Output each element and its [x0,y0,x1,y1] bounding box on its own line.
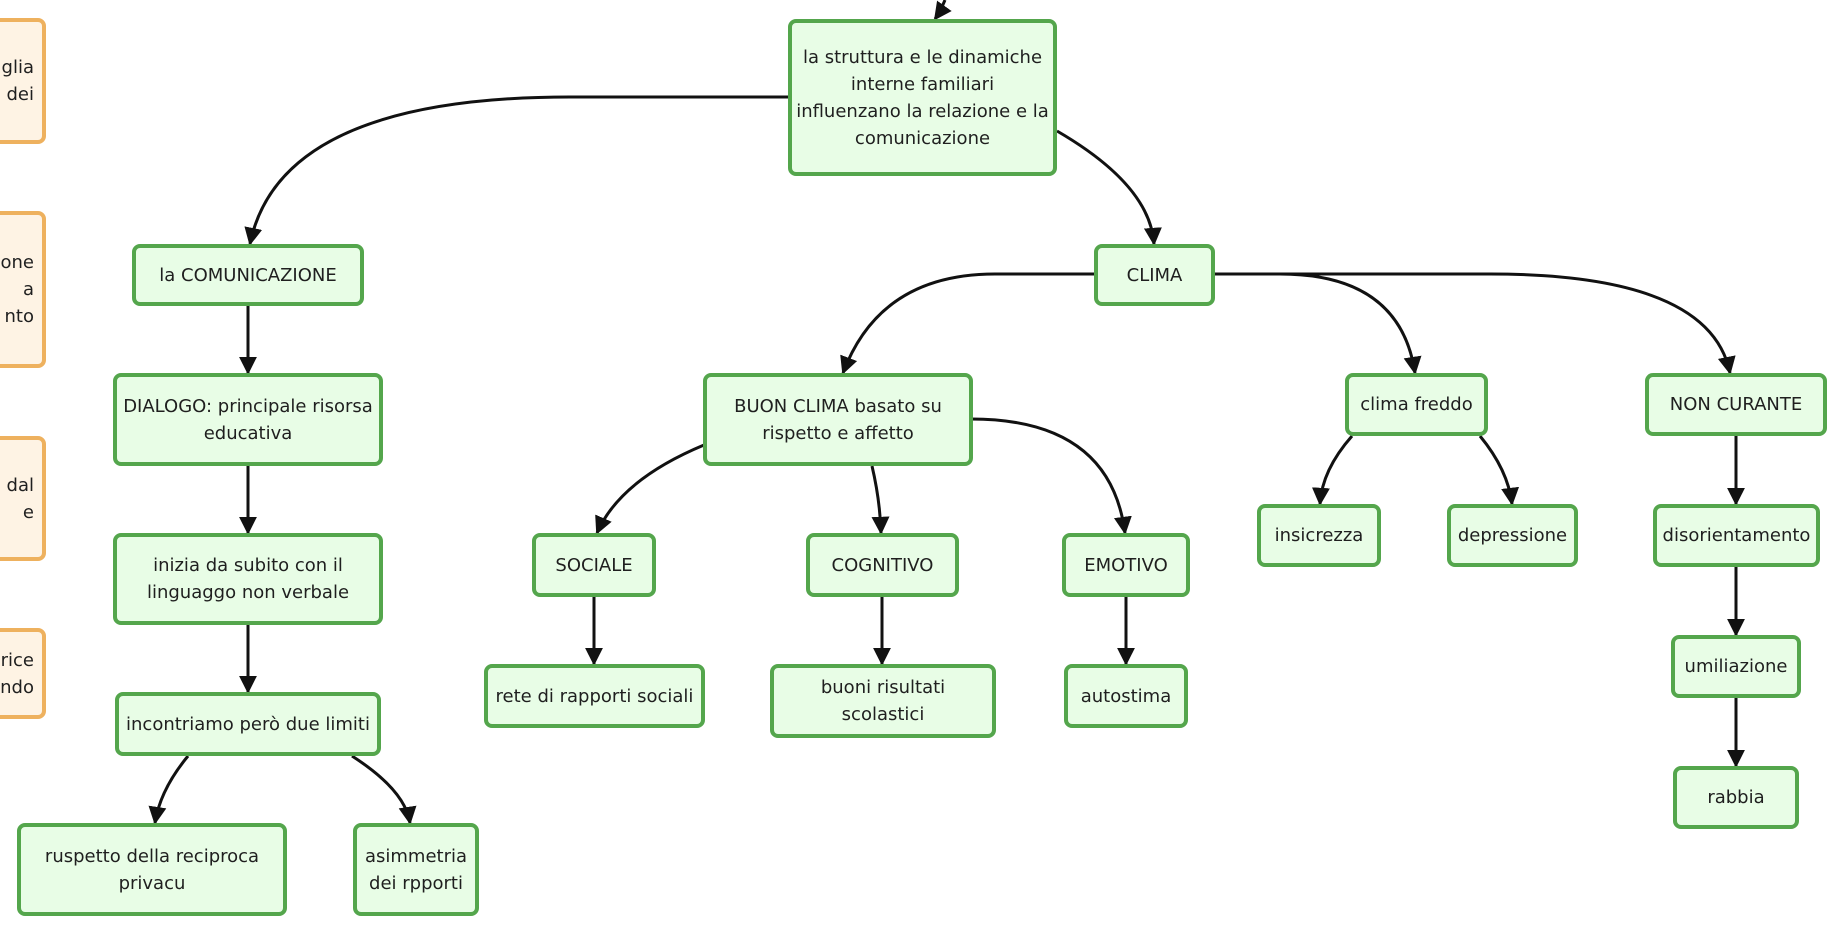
node-dialogo-text: DIALOGO: principale risorsa educativa [123,395,373,444]
node-privacy[interactable]: ruspetto della reciproca privacu [17,823,287,916]
node-limiti-text: incontriamo però due limiti [126,713,370,735]
edge-buonclima-emotivo [970,417,1132,535]
edge-buonclima-cognitivo [870,465,890,535]
node-clima[interactable]: CLIMA [1094,244,1215,306]
edge-limiti-privacy [148,755,190,825]
node-rabbia[interactable]: rabbia [1673,766,1799,829]
side-note-3[interactable]: dal e [0,436,46,561]
node-inizia[interactable]: inizia da subito con il linguaggo non ve… [113,533,383,625]
edge-clima-buonclima [840,272,1094,375]
side-note-1[interactable]: glia o dei [0,18,46,144]
edge-root-comunicazione [244,95,788,246]
edge-root-clima [1056,129,1162,246]
node-sociale[interactable]: SOCIALE [532,533,656,597]
node-clima-text: CLIMA [1126,264,1183,286]
edge-incoming-root [933,0,952,21]
side-note-1-text: glia o dei [0,57,34,105]
side-note-3-text: dal e [6,474,34,523]
node-disorientamento[interactable]: disorientamento [1653,504,1820,567]
edge-clima-climafreddo [1215,272,1422,375]
node-buon-clima[interactable]: BUON CLIMA basato su rispetto e affetto [703,373,973,466]
node-insicurezza-text: insicrezza [1274,525,1364,546]
node-depressione[interactable]: depressione [1447,504,1578,567]
node-emotivo[interactable]: EMOTIVO [1062,533,1190,597]
node-cognitivo-text: COGNITIVO [831,554,934,576]
node-buon-clima-text: BUON CLIMA basato su rispetto e affetto [734,395,942,444]
node-limiti[interactable]: incontriamo però due limiti [115,692,381,756]
node-root-text: la struttura e le dinamiche interne fami… [796,46,1049,149]
node-disorientamento-text: disorientamento [1662,525,1811,546]
side-note-4[interactable]: rice ndo [0,628,46,719]
node-privacy-text: ruspetto della reciproca privacu [44,845,260,894]
node-cognitivo[interactable]: COGNITIVO [806,533,959,597]
edge-clima-noncurante [1280,272,1736,375]
node-autostima[interactable]: autostima [1064,664,1188,728]
node-rete[interactable]: rete di rapporti sociali [484,664,705,728]
node-inizia-text: inizia da subito con il linguaggo non ve… [146,555,350,603]
node-asimmetria[interactable]: asimmetria dei rpporti [353,823,479,916]
node-emotivo-text: EMOTIVO [1084,554,1168,576]
node-comunicazione-text: la COMUNICAZIONE [159,264,337,286]
node-asimmetria-text: asimmetria dei rpporti [364,845,468,894]
node-sociale-text: SOCIALE [555,554,633,576]
node-autostima-text: autostima [1080,685,1172,707]
node-clima-freddo-text: clima freddo [1360,394,1473,415]
node-non-curante-text: NON CURANTE [1669,394,1803,415]
node-rete-text: rete di rapporti sociali [495,685,694,707]
node-risultati-text: buoni risultati scolastici [820,677,946,725]
side-note-2-text: one a nto [0,252,35,327]
edge-limiti-asimmetria [351,754,417,825]
node-comunicazione[interactable]: la COMUNICAZIONE [132,244,364,306]
side-note-4-text: rice ndo [0,649,34,698]
node-root[interactable]: la struttura e le dinamiche interne fami… [788,19,1057,176]
edge-buonclima-sociale [595,443,705,535]
node-insicurezza[interactable]: insicrezza [1257,504,1381,567]
node-rabbia-text: rabbia [1707,787,1765,808]
side-note-2[interactable]: one a nto [0,211,46,368]
node-dialogo[interactable]: DIALOGO: principale risorsa educativa [113,373,383,466]
node-umiliazione[interactable]: umiliazione [1671,635,1801,698]
node-umiliazione-text: umiliazione [1684,656,1788,677]
edge-climafreddo-depressione [1478,435,1520,506]
node-risultati[interactable]: buoni risultati scolastici [770,664,996,738]
node-clima-freddo[interactable]: clima freddo [1345,373,1488,436]
edge-climafreddo-insicurezza [1311,435,1354,506]
node-non-curante[interactable]: NON CURANTE [1645,373,1827,436]
node-depressione-text: depressione [1457,525,1568,546]
